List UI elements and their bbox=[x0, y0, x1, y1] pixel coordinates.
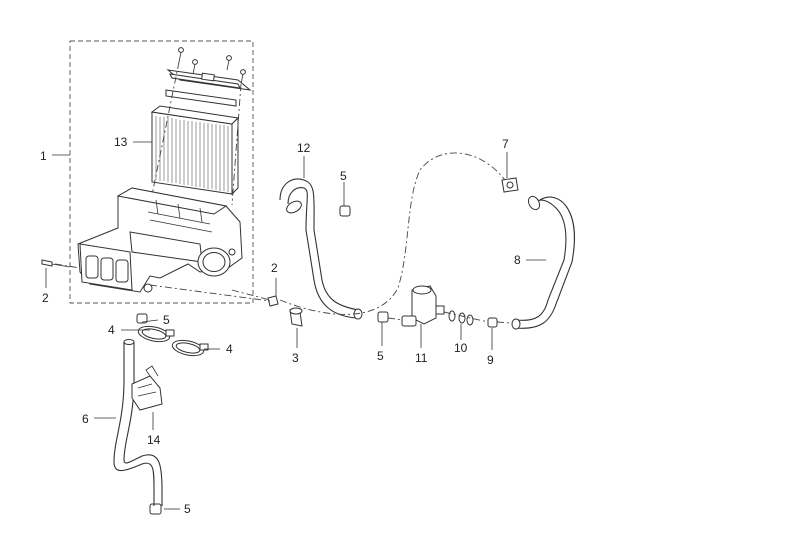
hose-clamps bbox=[137, 325, 209, 357]
callout-2-left: 2 bbox=[42, 291, 49, 305]
screw-right bbox=[267, 295, 279, 307]
callout-5-middle: 5 bbox=[377, 349, 384, 363]
callout-6: 6 bbox=[82, 412, 89, 426]
hose-6 bbox=[113, 339, 163, 506]
callout-5-upper: 5 bbox=[340, 169, 347, 183]
callout-5-airbox: 5 bbox=[163, 313, 170, 327]
sensor bbox=[289, 307, 303, 327]
callout-8: 8 bbox=[514, 253, 521, 267]
air-filter-element bbox=[150, 105, 240, 196]
callout-4-left: 4 bbox=[108, 323, 115, 337]
fittings bbox=[448, 310, 474, 326]
callout-4-right: 4 bbox=[226, 342, 233, 356]
bracket bbox=[131, 365, 163, 411]
callout-1: 1 bbox=[40, 149, 47, 163]
airbox-housing bbox=[77, 187, 243, 293]
callout-12: 12 bbox=[297, 141, 311, 155]
screw-right-alignment bbox=[149, 284, 271, 302]
filter-cover-plate bbox=[165, 69, 252, 107]
small-clips bbox=[136, 205, 389, 515]
clip-7 bbox=[501, 177, 519, 193]
routing-line-valve bbox=[387, 311, 513, 324]
callout-5-bottom: 5 bbox=[184, 502, 191, 516]
hose-8 bbox=[511, 195, 576, 330]
callout-2-right: 2 bbox=[271, 261, 278, 275]
routing-line-lower bbox=[231, 289, 271, 301]
callout-labels: 1 2 2 3 4 4 5 5 5 5 6 7 8 9 10 11 12 13 … bbox=[40, 135, 521, 516]
valve bbox=[401, 285, 445, 327]
routing-line-upper bbox=[279, 152, 506, 315]
callout-3: 3 bbox=[292, 351, 299, 365]
assembly-boundary-box bbox=[69, 40, 254, 304]
alignment-lines bbox=[151, 61, 242, 206]
clip-9 bbox=[487, 317, 498, 328]
callout-7: 7 bbox=[502, 137, 509, 151]
cover-screws bbox=[178, 47, 246, 85]
callout-9: 9 bbox=[487, 353, 494, 367]
leader-lines bbox=[45, 141, 546, 510]
callout-14: 14 bbox=[147, 433, 161, 447]
screw-left bbox=[41, 259, 71, 268]
callout-11: 11 bbox=[415, 351, 428, 365]
callout-10: 10 bbox=[454, 341, 468, 355]
hose-12 bbox=[279, 178, 363, 320]
callout-13: 13 bbox=[114, 135, 128, 149]
screw-left-alignment bbox=[54, 263, 81, 269]
